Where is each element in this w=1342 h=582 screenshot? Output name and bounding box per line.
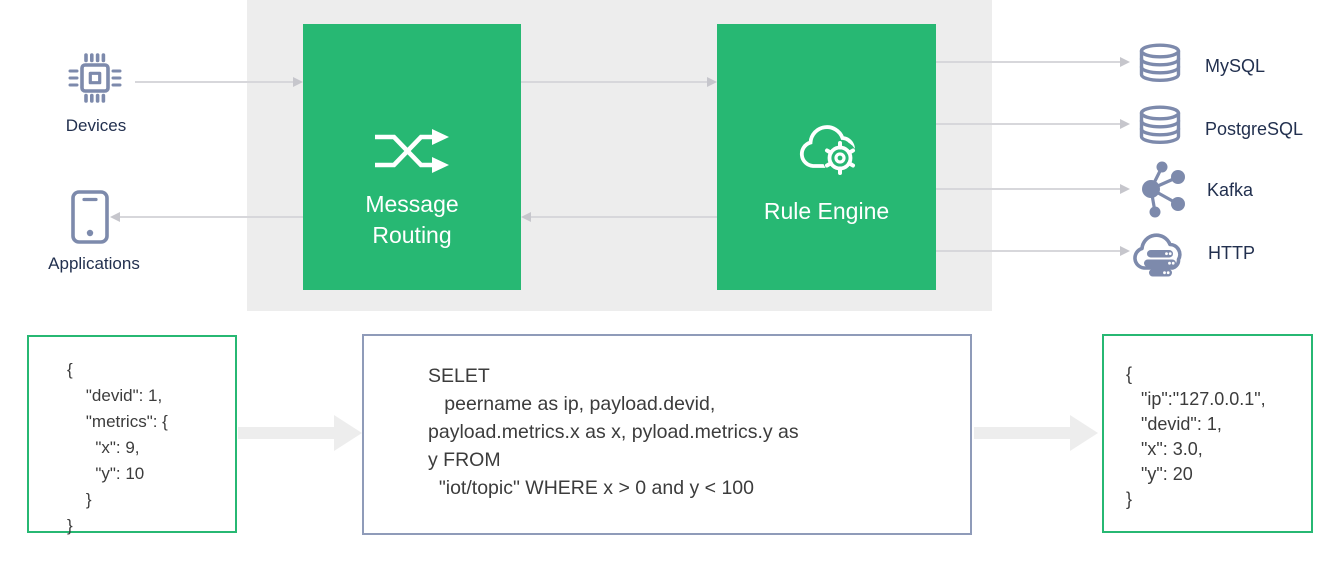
chip-icon (66, 48, 124, 113)
flow-arrow-to-http (936, 245, 1130, 257)
flow-arrow-rule-engine-to-routing (521, 211, 717, 223)
kafka-icon (1137, 160, 1187, 223)
flow-arrow-devices-to-routing (135, 76, 303, 88)
rule-sql-text: SELET peername as ip, payload.devid, pay… (428, 365, 799, 499)
kafka-label: Kafka (1207, 180, 1254, 200)
transform-arrow-right (974, 412, 1098, 459)
flow-arrow-routing-to-applications (110, 211, 303, 223)
applications-label: Applications (48, 254, 140, 273)
flow-arrow-to-postgresql (936, 118, 1130, 130)
postgresql-label: PostgreSQL (1205, 119, 1304, 139)
input-payload-box: { "devid": 1, "metrics": { "x": 9, "y": … (27, 335, 237, 535)
rule-sql-box: SELET peername as ip, payload.devid, pay… (362, 334, 972, 535)
mysql-label: MySQL (1205, 56, 1266, 76)
rule-engine-label: Rule Engine (763, 198, 890, 224)
shuffle-icon (303, 124, 521, 178)
flow-arrow-to-mysql (936, 56, 1130, 68)
cloud-server-icon (1131, 227, 1191, 284)
database-icon (1134, 104, 1186, 151)
flow-arrow-to-kafka (936, 183, 1130, 195)
input-payload-json: { "devid": 1, "metrics": { "x": 9, "y": … (67, 360, 168, 535)
database-icon (1134, 42, 1186, 89)
cloud-gear-icon (717, 118, 936, 178)
smartphone-icon (70, 189, 110, 250)
message-routing-label: Message Routing (365, 191, 459, 248)
flow-arrow-routing-to-rule-engine (521, 76, 717, 88)
output-payload-box: { "ip":"127.0.0.1", "devid": 1, "x": 3.0… (1102, 334, 1313, 533)
rule-engine-node: Rule Engine (717, 24, 936, 290)
devices-label: Devices (65, 116, 127, 135)
output-payload-json: { "ip":"127.0.0.1", "devid": 1, "x": 3.0… (1126, 364, 1266, 509)
http-label: HTTP (1208, 243, 1255, 263)
transform-arrow-left (238, 412, 362, 459)
message-routing-node: Message Routing (303, 24, 521, 290)
